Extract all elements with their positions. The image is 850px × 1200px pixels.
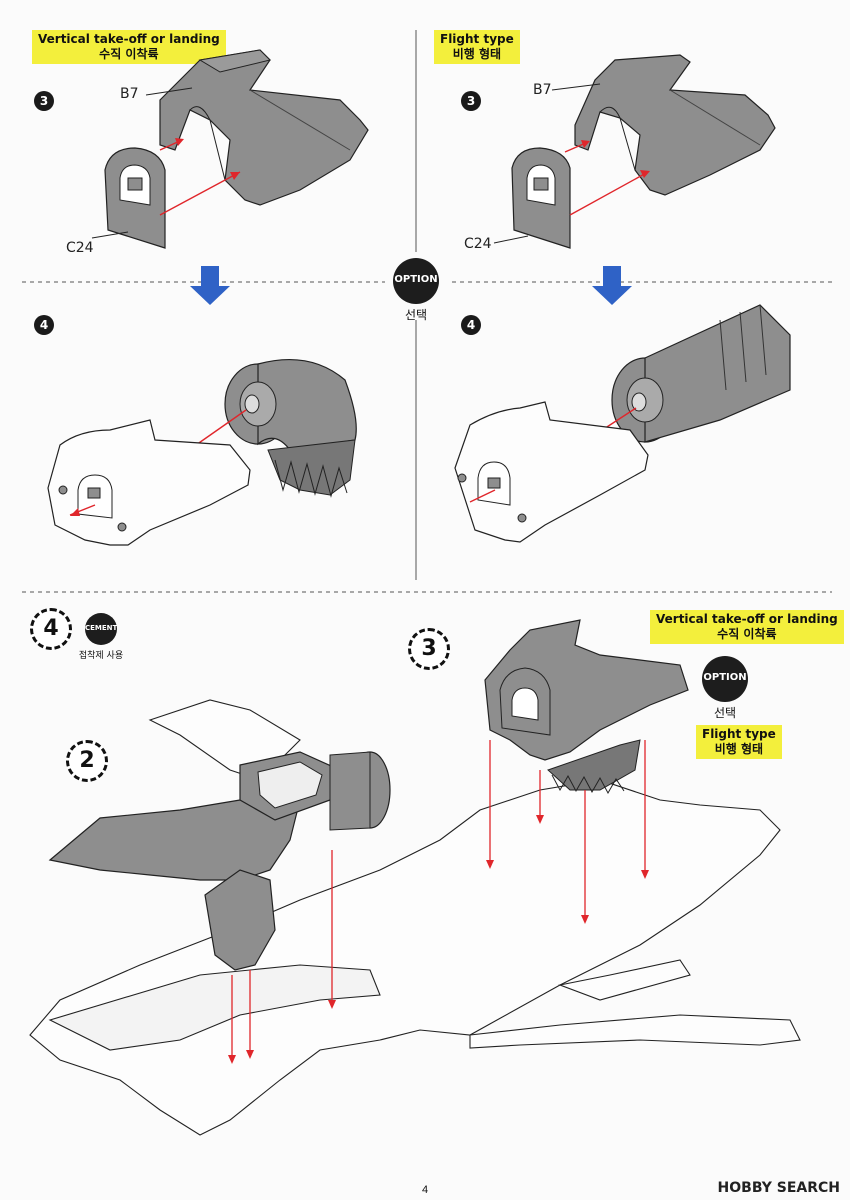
step-number: 3 xyxy=(461,91,481,111)
label-en: Vertical take-off or landing xyxy=(656,612,838,626)
down-arrow-right-icon xyxy=(592,266,632,305)
sub-step-3-badge: 3 xyxy=(408,628,450,670)
leader-c24 xyxy=(493,235,529,244)
step-4-badge: 4 xyxy=(30,608,72,650)
step-number: 4 xyxy=(34,315,54,335)
part-b7-housing xyxy=(574,54,776,196)
assembly-arrows xyxy=(159,138,241,216)
step-number: 3 xyxy=(34,91,54,111)
label-vertical-takeoff: Vertical take-off or landing 수직 이착륙 xyxy=(32,30,226,64)
part-label-b7: B7 xyxy=(533,82,552,98)
leader-b7 xyxy=(551,83,601,91)
assembly-arrow xyxy=(469,489,496,503)
white-housing-part xyxy=(47,419,251,546)
cement-badge: CEMENT xyxy=(85,613,117,645)
label-ko: 비행 형태 xyxy=(714,742,764,756)
watermark-logo: HOBBY SEARCH xyxy=(717,1180,840,1196)
label-en: Flight type xyxy=(440,32,514,46)
label-en: Vertical take-off or landing xyxy=(38,32,220,46)
leader-b7 xyxy=(145,87,193,96)
option-badge: OPTION xyxy=(702,656,748,702)
option-text: OPTION xyxy=(703,672,747,683)
assembly-arrows xyxy=(564,140,650,216)
part-b7-housing xyxy=(159,49,369,206)
option-badge: OPTION xyxy=(393,258,439,304)
fuselage-body-part xyxy=(29,699,801,1136)
cement-caption: 접착제 사용 xyxy=(78,651,124,661)
assembly-arrow xyxy=(195,409,247,446)
part-c24-plate xyxy=(104,147,166,249)
down-arrow-left-icon xyxy=(190,266,230,305)
option-caption: 선택 xyxy=(713,706,737,720)
intake-duct-part xyxy=(48,751,391,971)
option-caption: 선택 xyxy=(404,308,428,322)
nozzle-housing-part xyxy=(484,619,689,795)
label-ko: 수직 이착륙 xyxy=(717,627,777,641)
label-flight-type: Flight type 비행 형태 xyxy=(434,30,520,64)
label-flight-type: Flight type 비행 형태 xyxy=(696,725,782,759)
step-number: 4 xyxy=(461,315,481,335)
assembly-arrows xyxy=(231,740,646,1055)
label-ko: 수직 이착륙 xyxy=(99,47,159,61)
arrow-heads xyxy=(228,815,649,1064)
label-en: Flight type xyxy=(702,727,776,741)
part-c24-plate xyxy=(511,147,571,249)
cement-text: CEMENT xyxy=(85,624,118,632)
label-ko: 비행 형태 xyxy=(452,47,502,61)
option-text: OPTION xyxy=(394,274,438,285)
elbow-nozzle-part xyxy=(224,358,357,498)
page-number: 4 xyxy=(421,1184,429,1196)
label-vertical-takeoff: Vertical take-off or landing 수직 이착륙 xyxy=(650,610,844,644)
sub-step-2-badge: 2 xyxy=(66,740,108,782)
part-label-c24: C24 xyxy=(66,240,94,256)
part-label-c24: C24 xyxy=(464,236,492,252)
straight-nozzle-part xyxy=(611,304,791,443)
part-label-b7: B7 xyxy=(120,86,139,102)
leader-c24 xyxy=(91,231,129,239)
